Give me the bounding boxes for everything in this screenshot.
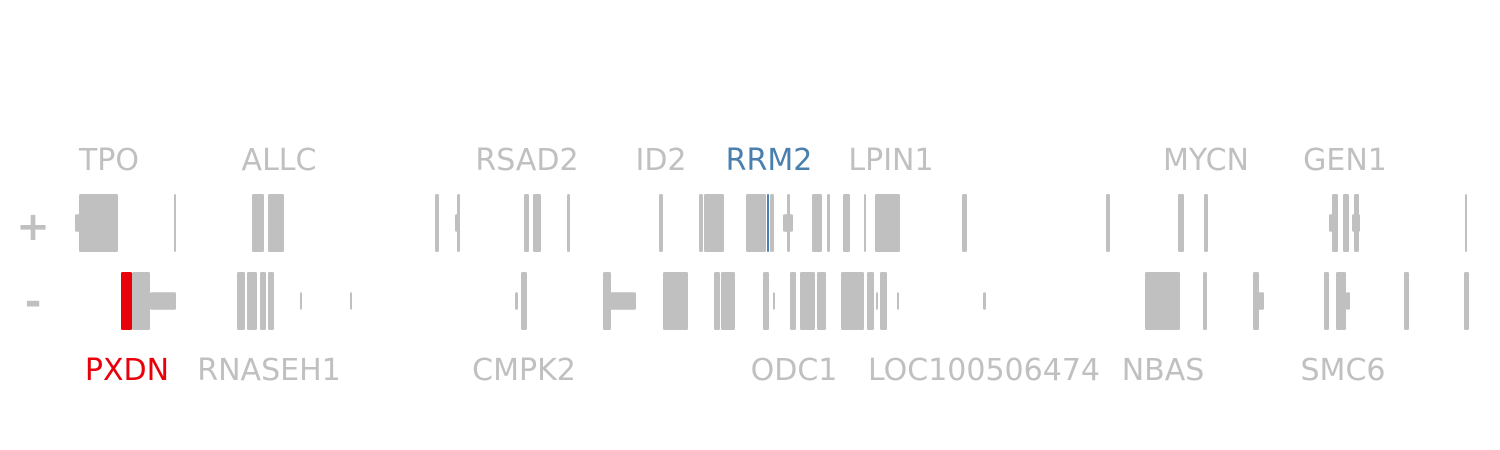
exon-block <box>704 194 724 252</box>
exon-block <box>268 272 274 330</box>
exon-block <box>897 292 899 310</box>
minus-strand-label: - <box>25 279 42 325</box>
plus-strand-label: + <box>16 204 50 250</box>
gene-label-rnaseh1: RNASEH1 <box>197 353 340 388</box>
exon-block <box>1343 194 1349 252</box>
exon-block <box>1465 194 1467 252</box>
exon-block <box>1324 272 1329 330</box>
exon-block <box>610 292 636 310</box>
exon-block <box>773 292 775 310</box>
exon-block <box>767 194 769 252</box>
gene-label-pxdn: PXDN <box>85 353 169 388</box>
exon-block <box>787 194 790 252</box>
gene-label-rsad2: RSAD2 <box>475 143 578 178</box>
exon-block <box>790 272 796 330</box>
gene-label-cmpk2: CMPK2 <box>472 353 576 388</box>
exon-block <box>521 272 527 330</box>
exon-block <box>867 272 874 330</box>
exon-block <box>1203 272 1207 330</box>
exon-block <box>875 194 900 252</box>
exon-block <box>1404 272 1409 330</box>
exon-block <box>515 292 518 310</box>
gene-label-allc: ALLC <box>242 143 317 178</box>
exon-block <box>260 272 266 330</box>
exon-block <box>843 194 850 252</box>
plus-strand-features <box>75 194 1467 252</box>
exon-block <box>1204 194 1208 252</box>
exon-block <box>763 272 769 330</box>
gene-label-rrm2: RRM2 <box>726 143 813 178</box>
exon-block <box>1106 194 1110 252</box>
exon-block <box>1346 292 1350 310</box>
exon-block <box>721 272 735 330</box>
gene-label-lpin1: LPIN1 <box>848 143 933 178</box>
exon-block <box>457 194 460 252</box>
exon-block <box>300 292 302 310</box>
gene-label-id2: ID2 <box>635 143 686 178</box>
exon-block <box>1257 292 1264 310</box>
exon-block <box>812 194 822 252</box>
gene-label-nbas: NBAS <box>1122 353 1205 388</box>
exon-block <box>1253 272 1259 330</box>
exon-block <box>770 194 774 252</box>
exon-block <box>247 272 257 330</box>
exon-block <box>827 194 830 252</box>
exon-block <box>237 272 245 330</box>
exon-block <box>1145 272 1180 330</box>
exon-block <box>659 194 663 252</box>
gene-label-odc1: ODC1 <box>751 353 838 388</box>
exon-block <box>800 272 815 330</box>
exon-block <box>864 194 866 252</box>
exon-block <box>603 272 611 330</box>
gene-label-mycn: MYCN <box>1163 143 1249 178</box>
gene-label-gen1: GEN1 <box>1303 143 1387 178</box>
exon-block <box>435 194 439 252</box>
gene-label-loc100506474: LOC100506474 <box>868 353 1100 388</box>
exon-block <box>983 292 986 310</box>
exon-block <box>268 194 284 252</box>
exon-block <box>1336 272 1346 330</box>
exon-block <box>746 194 766 252</box>
exon-block <box>150 292 176 310</box>
gene-label-tpo: TPO <box>78 143 139 178</box>
exon-block <box>132 272 150 330</box>
exon-block <box>1178 194 1184 252</box>
exon-block <box>841 272 864 330</box>
exon-block <box>1332 194 1338 252</box>
exon-block <box>663 272 688 330</box>
exon-block <box>699 194 703 252</box>
exon-block <box>714 272 720 330</box>
exon-block <box>962 194 967 252</box>
exon-block <box>350 292 352 310</box>
exon-block <box>1464 272 1469 330</box>
gene-label-smc6: SMC6 <box>1301 353 1386 388</box>
exon-block <box>533 194 541 252</box>
exon-block <box>524 194 529 252</box>
exon-block <box>121 272 132 330</box>
exon-block <box>876 292 878 310</box>
minus-strand-features <box>121 272 1469 330</box>
exon-block <box>1354 194 1359 252</box>
exon-block <box>817 272 826 330</box>
exon-block <box>567 194 570 252</box>
exon-block <box>252 194 264 252</box>
exon-block <box>880 272 887 330</box>
exon-block <box>79 194 118 252</box>
exon-block <box>174 194 176 252</box>
